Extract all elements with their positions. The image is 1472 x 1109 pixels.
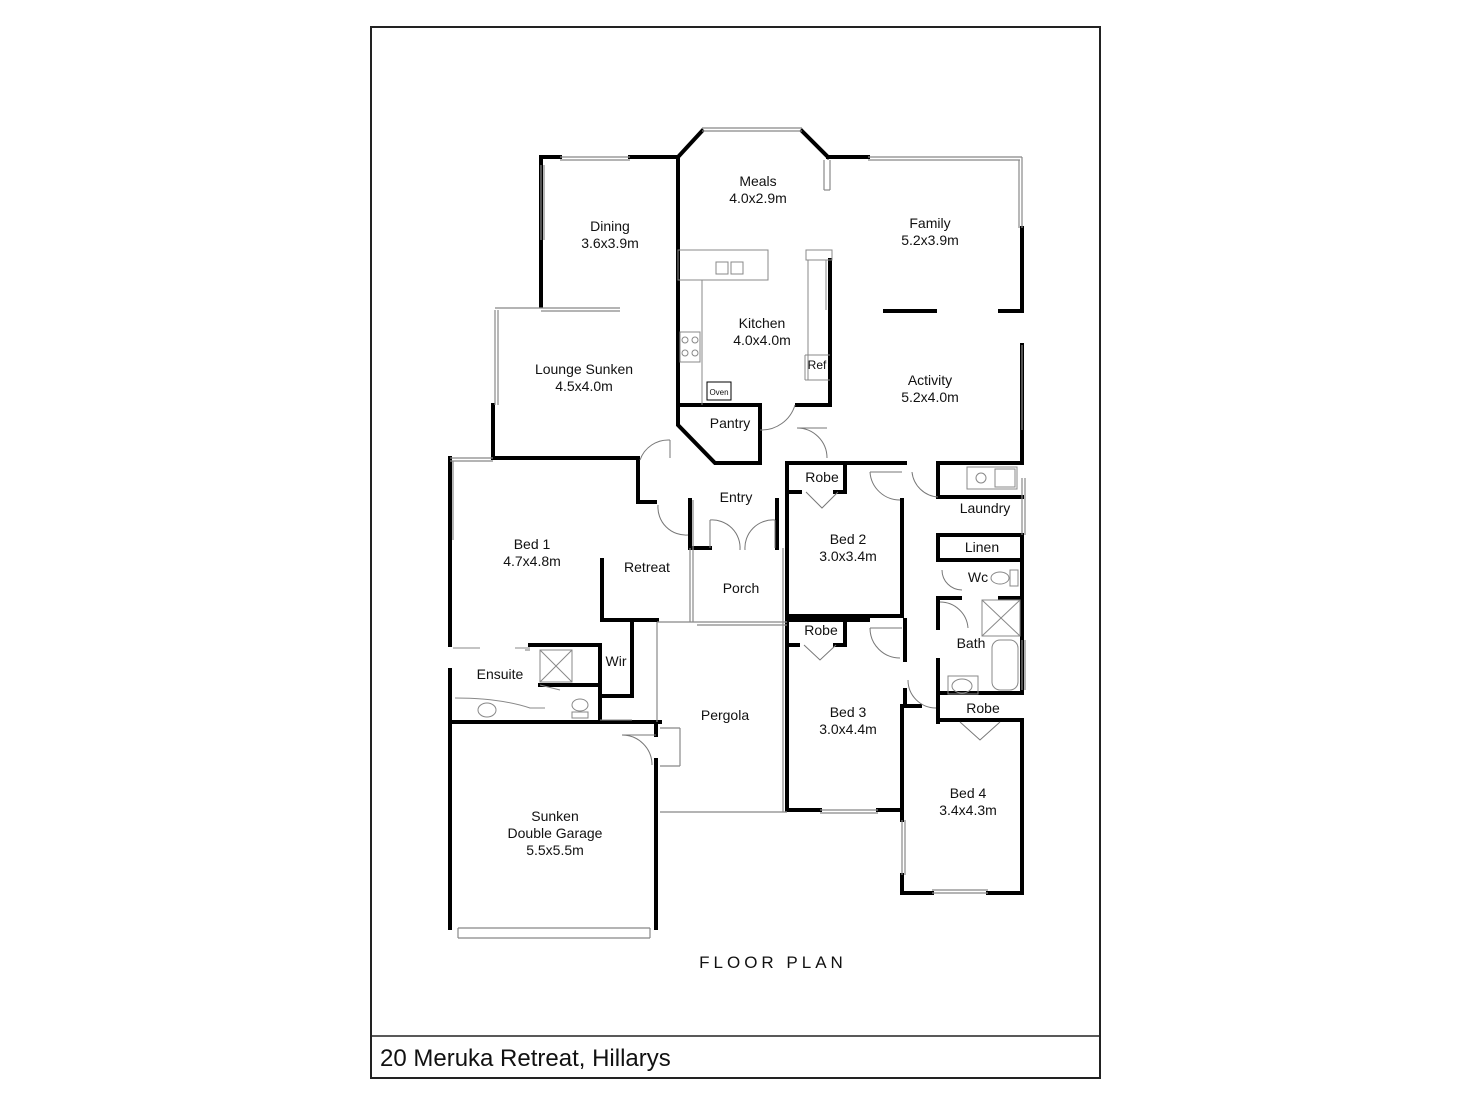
garage-label-line2: Double Garage: [508, 825, 603, 841]
family-dims: 5.2x3.9m: [901, 232, 959, 248]
pantry-label: Pantry: [710, 415, 750, 431]
retreat-label: Retreat: [624, 559, 670, 575]
kitchen-dims: 4.0x4.0m: [733, 332, 791, 348]
garage-dims: 5.5x5.5m: [526, 842, 584, 858]
meals-dims: 4.0x2.9m: [729, 190, 787, 206]
lounge-label: Lounge Sunken: [535, 361, 633, 377]
ref-label: Ref: [808, 358, 827, 372]
meals-label: Meals: [739, 173, 776, 189]
lounge-dims: 4.5x4.0m: [555, 378, 613, 394]
walls: [448, 128, 1024, 930]
oven-label: Oven: [709, 388, 728, 397]
wc-label: Wc: [968, 569, 988, 585]
pergola-label: Pergola: [701, 707, 749, 723]
garage-label-line1: Sunken: [531, 808, 578, 824]
robe-bed2-label: Robe: [805, 469, 839, 485]
bath-label: Bath: [957, 635, 986, 651]
family-label: Family: [909, 215, 950, 231]
dining-label: Dining: [590, 218, 630, 234]
bed4-dims: 3.4x4.3m: [939, 802, 997, 818]
bed4-label: Bed 4: [950, 785, 987, 801]
bed2-label: Bed 2: [830, 531, 867, 547]
activity-label: Activity: [908, 372, 952, 388]
bed1-label: Bed 1: [514, 536, 551, 552]
activity-dims: 5.2x4.0m: [901, 389, 959, 405]
room-labels: Meals 4.0x2.9m Dining 3.6x3.9m Family 5.…: [477, 173, 1011, 858]
entry-label: Entry: [720, 489, 753, 505]
door-swings: [525, 404, 1001, 766]
porch-label: Porch: [723, 580, 760, 596]
kitchen-fixtures: [677, 249, 833, 405]
plan-title: FLOOR PLAN: [699, 953, 847, 972]
robe-bed3-label: Robe: [804, 622, 838, 638]
sheet-frame: [370, 26, 1101, 1079]
bed1-dims: 4.7x4.8m: [503, 553, 561, 569]
bed3-dims: 3.0x4.4m: [819, 721, 877, 737]
robe-bed4-label: Robe: [966, 700, 1000, 716]
bed3-label: Bed 3: [830, 704, 867, 720]
bed2-dims: 3.0x3.4m: [819, 548, 877, 564]
laundry-label: Laundry: [960, 500, 1011, 516]
kitchen-label: Kitchen: [739, 315, 786, 331]
wir-label: Wir: [606, 653, 627, 669]
property-address: 20 Meruka Retreat, Hillarys: [380, 1045, 671, 1072]
ensuite-label: Ensuite: [477, 666, 524, 682]
dining-dims: 3.6x3.9m: [581, 235, 639, 251]
wet-area-fixtures: [453, 466, 1021, 721]
linen-label: Linen: [965, 539, 999, 555]
windows-and-thin-lines: [450, 127, 1026, 939]
